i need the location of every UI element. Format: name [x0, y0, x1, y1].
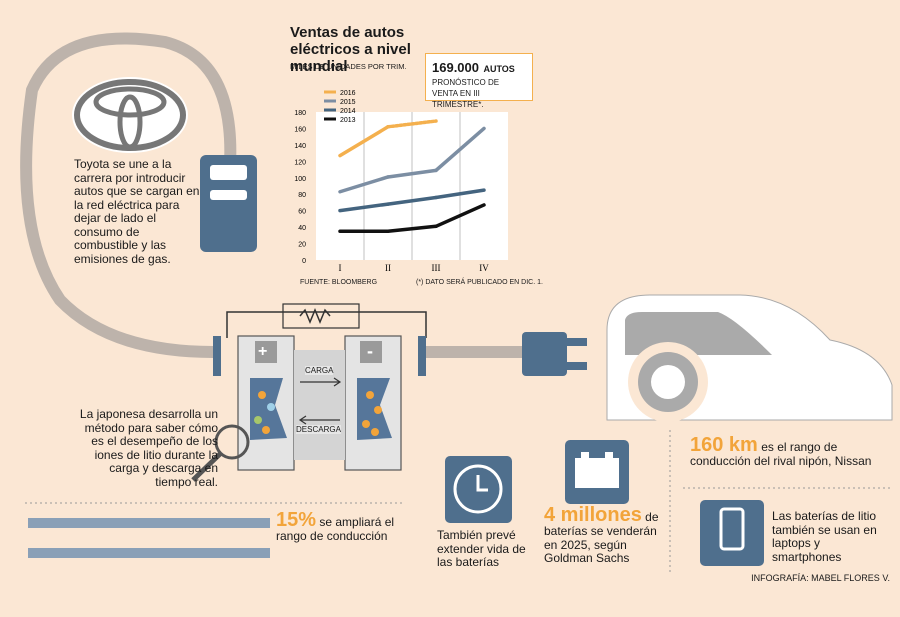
- lithium-method-text: La japonesa desarrolla un método para sa…: [79, 407, 218, 489]
- series-line-2014: [386, 195, 438, 206]
- nissan-stat-text: es el rango de conducción del rival nipó…: [690, 440, 872, 468]
- tire-track-icon: [28, 518, 270, 528]
- series-line-2014: [434, 188, 486, 200]
- batteries-stat-value: 4 millones: [544, 504, 642, 526]
- plug-icon: [522, 332, 587, 376]
- series-line-2014: [338, 202, 390, 213]
- y-tick-label: 120: [294, 159, 306, 166]
- x-tick-label: IV: [479, 263, 489, 273]
- discharge-label: DESCARGA: [296, 425, 341, 434]
- tire-track-icon: [28, 548, 270, 558]
- laptops-text: Las baterías de litio también se usan en…: [772, 509, 877, 564]
- power-cable: [20, 32, 237, 358]
- toyota-description: Toyota se une a la carrera por introduci…: [74, 157, 200, 266]
- series-line-2015: [386, 168, 438, 179]
- smartphone-icon: [700, 500, 764, 566]
- y-tick-label: 0: [302, 258, 306, 265]
- series-line-2016: [386, 119, 438, 129]
- y-tick-label: 60: [298, 209, 306, 216]
- car-icon: [606, 294, 893, 422]
- callout-unit: AUTOS: [483, 64, 515, 74]
- chart-units-label: MILES DE UNIDADES POR TRIM.: [290, 62, 407, 71]
- series-line-2013: [434, 203, 486, 229]
- battery-icon: [565, 440, 629, 504]
- range-stat: 15% se ampliará el rango de conducción: [276, 510, 416, 544]
- y-tick-label: 40: [298, 225, 306, 232]
- legend-label-2013: 2013: [340, 117, 356, 124]
- batteries-stat-text: de baterías se venderán en 2025, según G…: [544, 510, 659, 565]
- range-stat-value: 15%: [276, 509, 317, 531]
- x-tick-label: I: [339, 263, 342, 273]
- nissan-stat-value: 160 km: [690, 434, 758, 456]
- range-stat-text: se ampliará el rango de conducción: [276, 515, 395, 543]
- callout-text: PRONÓSTICO DE VENTA EN III TRIMESTRE*.: [432, 78, 500, 109]
- series-line-2015: [434, 126, 486, 173]
- chart-footnote: (*) DATO SERÁ PUBLICADO EN DIC. 1.: [416, 279, 543, 286]
- battery-diagram: [191, 303, 427, 482]
- nissan-stat: 160 km es el rango de conducción del riv…: [690, 435, 890, 469]
- batteries-stat: 4 millones de baterías se venderán en 20…: [544, 505, 666, 566]
- legend-label-2014: 2014: [340, 108, 356, 115]
- y-tick-label: 20: [298, 242, 306, 249]
- chart-title: Ventas de autos eléctricos a nivel mundi…: [290, 24, 411, 75]
- charge-label: CARGA: [305, 366, 334, 375]
- battery-life-text: También prevé extender vida de las bater…: [437, 528, 526, 569]
- legend-label-2015: 2015: [340, 99, 356, 106]
- forecast-callout: 169.000 AUTOS PRONÓSTICO DE VENTA EN III…: [425, 53, 533, 109]
- y-tick-label: 100: [294, 176, 306, 183]
- x-tick-label: III: [432, 263, 441, 273]
- y-tick-label: 80: [298, 192, 306, 199]
- credit-line: INFOGRAFÍA: MABEL FLORES V.: [751, 573, 890, 583]
- y-tick-label: 180: [294, 110, 306, 117]
- y-tick-label: 160: [294, 126, 306, 133]
- plus-sign: +: [258, 343, 268, 360]
- toyota-logo: [72, 77, 188, 153]
- x-tick-label: II: [385, 263, 391, 273]
- series-line-2015: [338, 175, 390, 194]
- charging-station-icon: [200, 155, 257, 252]
- y-tick-label: 140: [294, 143, 306, 150]
- series-line-2013: [386, 224, 438, 233]
- minus-sign: -: [367, 341, 373, 361]
- callout-number: 169.000: [432, 60, 479, 75]
- clock-icon: [445, 456, 512, 523]
- legend-label-2016: 2016: [340, 90, 356, 97]
- series-line-2016: [338, 125, 390, 158]
- chart-source: FUENTE: BLOOMBERG: [300, 279, 378, 286]
